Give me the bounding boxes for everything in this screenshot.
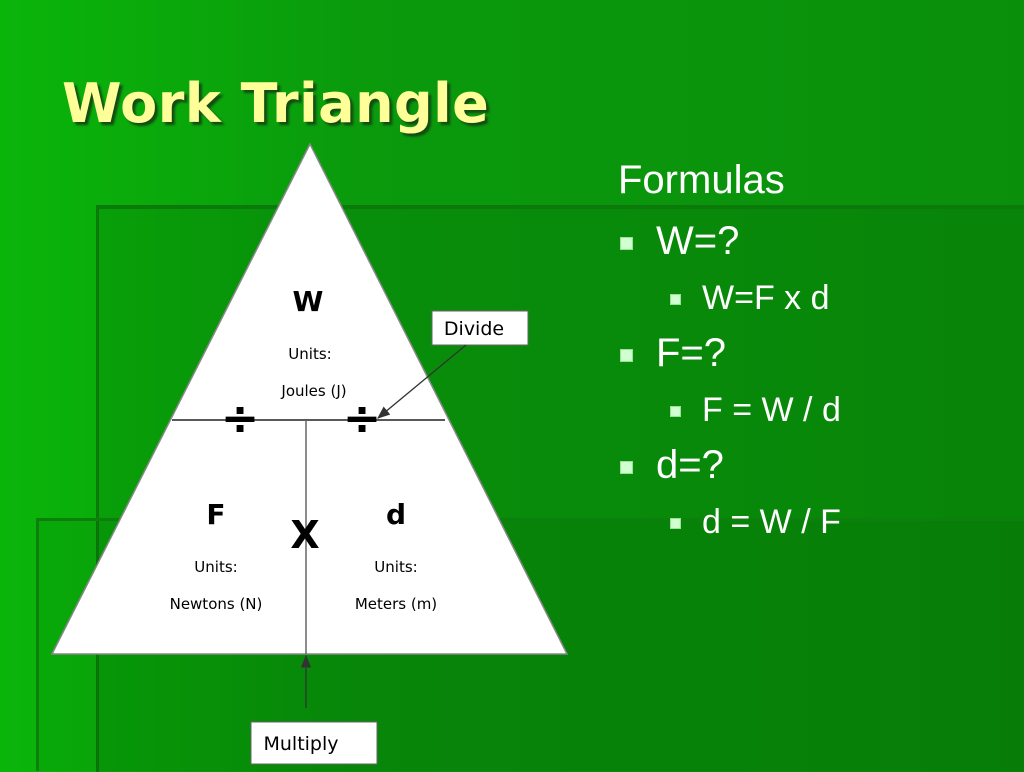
formulas-heading: Formulas bbox=[618, 158, 785, 202]
left-units-label: Units: bbox=[194, 558, 237, 576]
left-symbol: F bbox=[206, 498, 225, 531]
divide-symbol-right: ÷ bbox=[343, 391, 382, 445]
divide-callout: Divide bbox=[376, 310, 529, 419]
square-bullet-icon bbox=[670, 518, 681, 529]
multiply-symbol: X bbox=[290, 513, 319, 557]
formulas-list: W=? W=F x d F=? F = W / d d=? d = W / F bbox=[618, 218, 841, 542]
square-bullet-icon bbox=[620, 349, 633, 362]
right-units: Meters (m) bbox=[355, 595, 437, 613]
slide-title: Work Triangle bbox=[62, 72, 490, 135]
formula-answer-f: F = W / d bbox=[618, 390, 841, 430]
multiply-callout-box bbox=[250, 721, 378, 765]
divide-callout-text: Divide bbox=[444, 318, 504, 340]
square-bullet-icon bbox=[670, 406, 681, 417]
formula-answer-w: W=F x d bbox=[618, 278, 841, 318]
divide-callout-arrow bbox=[376, 344, 467, 419]
divide-callout-box bbox=[431, 310, 529, 346]
divide-symbol-left: ÷ bbox=[221, 391, 260, 445]
multiply-callout: Multiply bbox=[250, 654, 378, 765]
left-units: Newtons (N) bbox=[170, 595, 263, 613]
square-bullet-icon bbox=[670, 294, 681, 305]
top-symbol: W bbox=[293, 285, 324, 318]
triangle-shape bbox=[50, 142, 569, 655]
top-units: Joules (J) bbox=[280, 382, 346, 400]
formula-question-d: d=? bbox=[618, 442, 841, 488]
formula-question-f: F=? bbox=[618, 330, 841, 376]
formula-answer-d: d = W / F bbox=[618, 502, 841, 542]
multiply-callout-text: Multiply bbox=[263, 733, 338, 755]
formulas-panel: Formulas W=? W=F x d F=? F = W / d d=? d… bbox=[618, 154, 841, 542]
formula-question-w: W=? bbox=[618, 218, 841, 264]
right-units-label: Units: bbox=[374, 558, 417, 576]
square-bullet-icon bbox=[620, 237, 633, 250]
right-symbol: d bbox=[386, 498, 406, 531]
square-bullet-icon bbox=[620, 461, 633, 474]
top-units-label: Units: bbox=[288, 345, 331, 363]
